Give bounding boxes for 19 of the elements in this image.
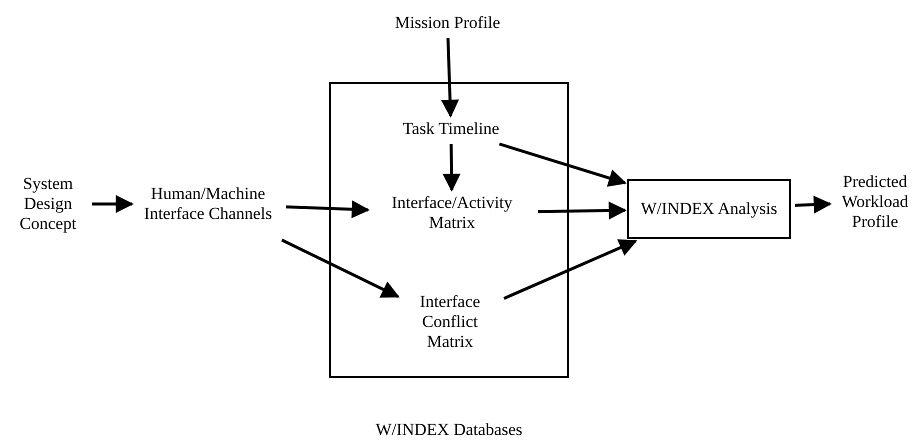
node-label: Mission Profile <box>385 12 510 34</box>
node-label: System Design Concept <box>8 172 88 236</box>
node-label: Interface/Activity Matrix <box>370 192 534 234</box>
arrow <box>503 239 638 300</box>
arrow <box>286 200 370 218</box>
arrow <box>442 144 461 192</box>
arrow <box>498 142 627 187</box>
arrow <box>92 195 134 213</box>
node-label: Human/Machine Interface Channels <box>134 172 282 236</box>
box-label: W/INDEX Analysis <box>640 198 778 220</box>
process-box <box>627 179 791 239</box>
arrow <box>281 238 400 298</box>
arrow <box>794 196 832 214</box>
node-label: Predicted Workload Profile <box>832 170 918 234</box>
arrow <box>538 202 627 220</box>
node-label: Interface Conflict Matrix <box>400 290 500 354</box>
frame-caption: W/INDEX Databases <box>374 420 524 440</box>
node-label: Task Timeline <box>392 118 510 140</box>
arrow <box>441 38 460 118</box>
